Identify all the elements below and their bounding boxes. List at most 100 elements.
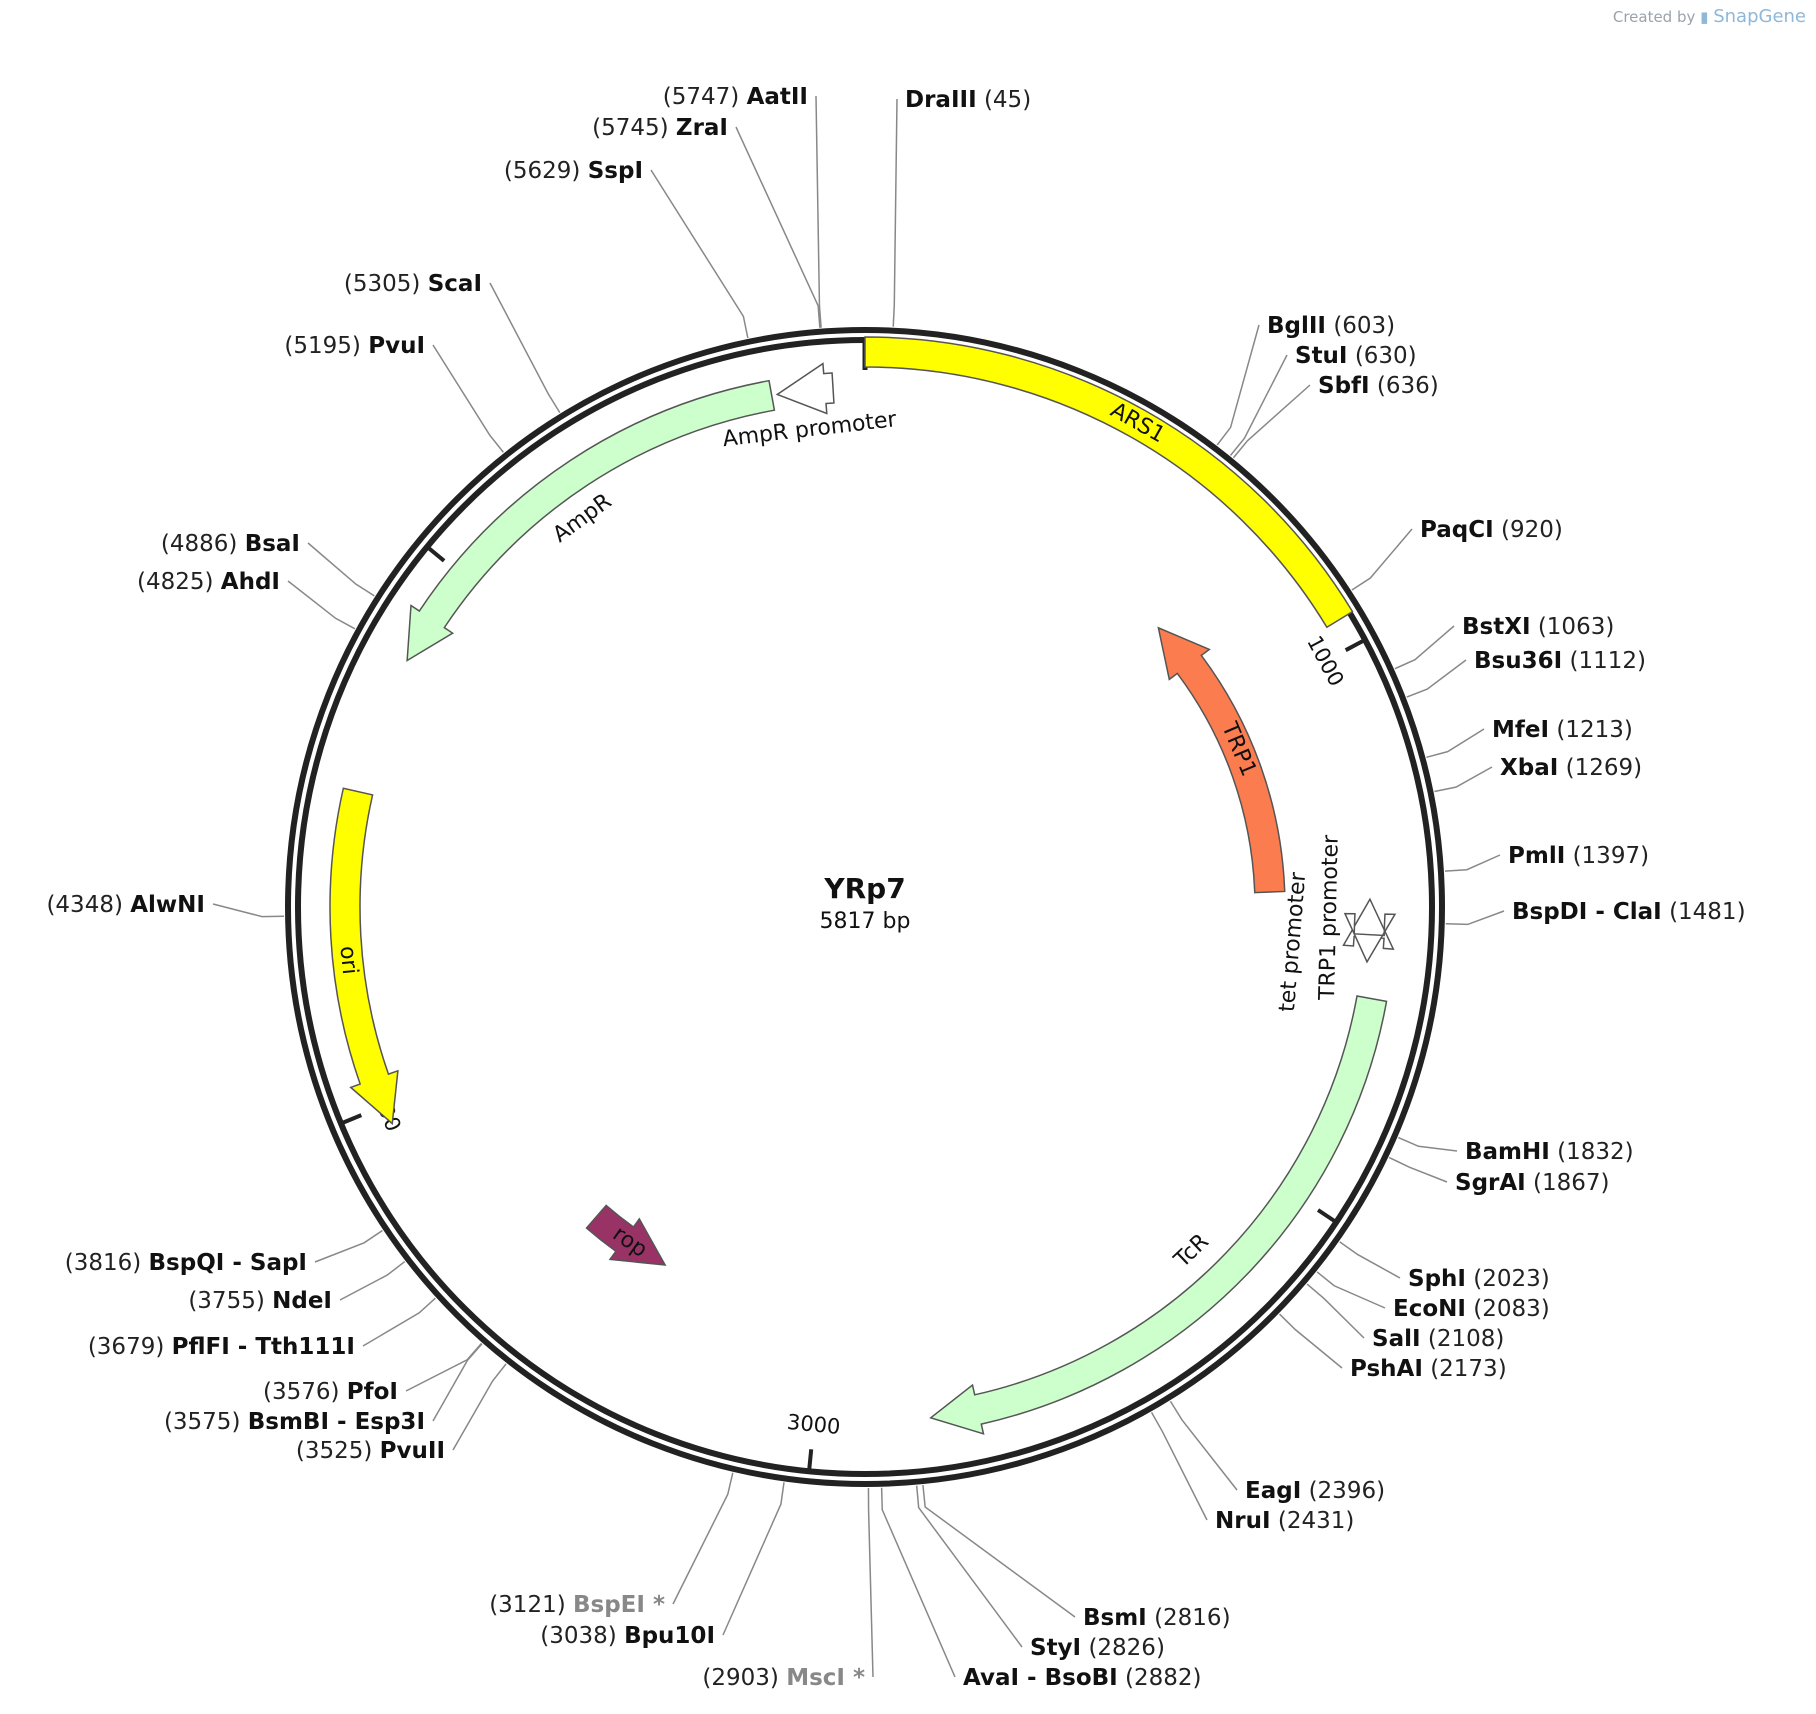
site-name: NruI bbox=[1215, 1508, 1271, 1534]
site-bsai-leader bbox=[307, 542, 375, 597]
site-name: PshAI bbox=[1350, 1356, 1423, 1382]
site-bstxi-label[interactable]: BstXI (1063) bbox=[1462, 614, 1614, 640]
site-econi-label[interactable]: EcoNI (2083) bbox=[1393, 1296, 1550, 1322]
site-position: (3576) bbox=[263, 1379, 339, 1405]
site-xbai-label[interactable]: XbaI (1269) bbox=[1500, 755, 1642, 781]
site-aatii-label[interactable]: (5747) AatII bbox=[663, 84, 808, 110]
site-mfei-leader bbox=[1426, 728, 1485, 759]
site-msci-label[interactable]: (2903) MscI * bbox=[702, 1665, 865, 1691]
site-bpu10i-label[interactable]: (3038) Bpu10I bbox=[540, 1623, 715, 1649]
site-pvuii-label[interactable]: (3525) PvuII bbox=[296, 1438, 445, 1464]
site-name: PmlI bbox=[1508, 843, 1565, 869]
site-scai-label[interactable]: (5305) ScaI bbox=[344, 271, 482, 297]
tick-mark bbox=[1344, 639, 1365, 652]
site-avai-bsobi-label[interactable]: AvaI - BsoBI (2882) bbox=[963, 1665, 1202, 1691]
site-position: (2882) bbox=[1125, 1665, 1201, 1691]
site-name: ScaI bbox=[428, 271, 482, 297]
site-sgrai-leader bbox=[1388, 1156, 1448, 1183]
site-position: (2108) bbox=[1428, 1326, 1504, 1352]
site-position: (2816) bbox=[1154, 1605, 1230, 1631]
site-ahdi-label[interactable]: (4825) AhdI bbox=[137, 569, 280, 595]
feature-ori-label: ori bbox=[334, 945, 362, 976]
site-name: BspQI - SapI bbox=[149, 1250, 307, 1276]
feature-ampr-promoter-arrow[interactable] bbox=[775, 362, 835, 415]
site-bsmi-leader bbox=[922, 1485, 1076, 1618]
site-name: MscI * bbox=[786, 1665, 865, 1691]
site-msci-leader bbox=[867, 1487, 874, 1678]
site-sali-leader bbox=[1306, 1283, 1365, 1339]
plasmid-backbone: 10002000300040005000 bbox=[285, 327, 1445, 1487]
site-bspdi-clai-label[interactable]: BspDI - ClaI (1481) bbox=[1512, 899, 1746, 925]
site-ndei-label[interactable]: (3755) NdeI bbox=[188, 1288, 332, 1314]
site-pshai-label[interactable]: PshAI (2173) bbox=[1350, 1356, 1507, 1382]
site-pvui-label[interactable]: (5195) PvuI bbox=[284, 333, 425, 359]
site-position: (2826) bbox=[1088, 1635, 1164, 1661]
feature-tet-promoter-arrow[interactable] bbox=[1343, 912, 1397, 964]
site-ahdi-leader bbox=[287, 580, 356, 630]
site-bspei-label[interactable]: (3121) BspEI * bbox=[489, 1592, 665, 1618]
site-mfei-label[interactable]: MfeI (1213) bbox=[1492, 717, 1633, 743]
plasmid-name: YRp7 bbox=[823, 872, 905, 905]
site-name: SspI bbox=[588, 158, 643, 184]
site-name: AlwNI bbox=[130, 892, 205, 918]
site-bsmbi-esp3i-label[interactable]: (3575) BsmBI - Esp3I bbox=[164, 1409, 425, 1435]
site-avai-bsobi-leader bbox=[880, 1487, 956, 1678]
site-eagi-label[interactable]: EagI (2396) bbox=[1245, 1478, 1385, 1504]
site-zrai-label[interactable]: (5745) ZraI bbox=[592, 115, 728, 141]
site-alwni-label[interactable]: (4348) AlwNI bbox=[46, 892, 205, 918]
site-draiii-label[interactable]: DraIII (45) bbox=[905, 87, 1031, 113]
site-name: BglII bbox=[1267, 313, 1326, 339]
feature-ars1-arrow[interactable] bbox=[864, 336, 1354, 629]
site-nrui-label[interactable]: NruI (2431) bbox=[1215, 1508, 1354, 1534]
site-position: (2173) bbox=[1430, 1356, 1506, 1382]
feature-trp1-arrow[interactable] bbox=[1157, 626, 1286, 894]
site-zrai-leader bbox=[735, 126, 821, 328]
site-position: (1481) bbox=[1669, 899, 1745, 925]
site-name: Bsu36I bbox=[1474, 648, 1562, 674]
site-pflfi-tth111i-label[interactable]: (3679) PflFI - Tth111I bbox=[88, 1334, 355, 1360]
site-alwni-leader bbox=[212, 903, 285, 918]
site-sbfi-label[interactable]: SbfI (636) bbox=[1318, 373, 1439, 399]
site-position: (4348) bbox=[46, 892, 122, 918]
site-sspi-label[interactable]: (5629) SspI bbox=[504, 158, 643, 184]
site-bspei-leader bbox=[672, 1472, 734, 1605]
site-bsmi-label[interactable]: BsmI (2816) bbox=[1083, 1605, 1231, 1631]
tick-label: 1000 bbox=[1302, 632, 1348, 690]
site-sgrai-label[interactable]: SgrAI (1867) bbox=[1455, 1170, 1610, 1196]
site-name: SgrAI bbox=[1455, 1170, 1526, 1196]
site-pmli-label[interactable]: PmlI (1397) bbox=[1508, 843, 1649, 869]
site-sphi-label[interactable]: SphI (2023) bbox=[1408, 1266, 1550, 1292]
site-stui-label[interactable]: StuI (630) bbox=[1295, 343, 1417, 369]
site-bsai-label[interactable]: (4886) BsaI bbox=[161, 531, 300, 557]
feature-ori-arrow[interactable] bbox=[329, 787, 399, 1126]
feature-rop-arrow[interactable] bbox=[585, 1204, 667, 1266]
site-sali-label[interactable]: SalI (2108) bbox=[1372, 1326, 1504, 1352]
site-styi-label[interactable]: StyI (2826) bbox=[1030, 1635, 1165, 1661]
site-position: (5745) bbox=[592, 115, 668, 141]
site-name: SphI bbox=[1408, 1266, 1466, 1292]
site-name: EcoNI bbox=[1393, 1296, 1466, 1322]
site-bamhi-label[interactable]: BamHI (1832) bbox=[1465, 1139, 1634, 1165]
site-position: (2396) bbox=[1309, 1478, 1385, 1504]
site-bspqi-sapi-label[interactable]: (3816) BspQI - SapI bbox=[65, 1250, 307, 1276]
site-sphi-leader bbox=[1339, 1241, 1401, 1279]
site-pfoi-label[interactable]: (3576) PfoI bbox=[263, 1379, 398, 1405]
site-name: AvaI - BsoBI bbox=[963, 1665, 1118, 1691]
site-name: AatII bbox=[747, 84, 808, 110]
site-bglii-leader bbox=[1216, 324, 1260, 446]
site-paqci-label[interactable]: PaqCI (920) bbox=[1420, 517, 1563, 543]
site-stui-leader bbox=[1229, 354, 1288, 456]
site-sbfi-leader bbox=[1232, 384, 1311, 459]
feature-ampr-arrow[interactable] bbox=[406, 379, 776, 662]
site-position: (3038) bbox=[540, 1623, 616, 1649]
snapgene-logo-icon: ▮ bbox=[1700, 8, 1709, 26]
site-styi-leader bbox=[915, 1485, 1023, 1648]
site-bglii-label[interactable]: BglII (603) bbox=[1267, 313, 1395, 339]
site-position: (603) bbox=[1333, 313, 1395, 339]
site-leader-lines bbox=[212, 95, 1505, 1678]
site-bsu36i-label[interactable]: Bsu36I (1112) bbox=[1474, 648, 1646, 674]
site-position: (3679) bbox=[88, 1334, 164, 1360]
feature-tcr-arrow[interactable] bbox=[929, 995, 1388, 1435]
site-name: Bpu10I bbox=[624, 1623, 715, 1649]
